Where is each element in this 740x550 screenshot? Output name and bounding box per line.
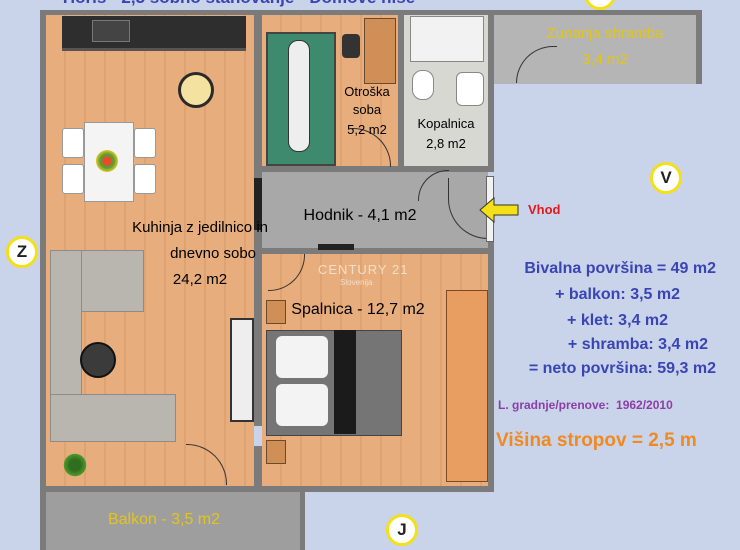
wall xyxy=(40,492,46,550)
summary-line: + klet: 3,4 m2 xyxy=(567,312,668,329)
tv-stand xyxy=(230,318,254,422)
pillow xyxy=(276,384,328,426)
storage-label: Zunanja shramba xyxy=(546,25,664,42)
watermark: CENTURY 21 xyxy=(318,262,409,277)
chair xyxy=(134,164,156,194)
sofa xyxy=(50,394,176,442)
wall xyxy=(262,248,488,254)
bathroom-label: Kopalnica xyxy=(417,116,475,131)
fruit-bowl-icon xyxy=(96,150,118,172)
bathroom-area: 2,8 m2 xyxy=(426,136,466,151)
bedroom-door-leaf xyxy=(318,244,354,250)
person-icon xyxy=(80,342,116,378)
person-icon xyxy=(178,72,214,108)
wall xyxy=(488,240,494,492)
toilet xyxy=(412,70,434,100)
shower xyxy=(410,16,484,62)
hallway-label: Hodnik - 4,1 m2 xyxy=(303,207,417,224)
balcony-label: Balkon - 3,5 m2 xyxy=(107,511,221,528)
kids-room-label: Otroška xyxy=(344,84,390,99)
build-year: L. gradnje/prenove: 1962/2010 xyxy=(498,398,673,412)
wall xyxy=(398,14,404,166)
wall xyxy=(262,166,488,172)
wardrobe xyxy=(254,178,262,230)
wall xyxy=(492,10,702,15)
kids-room-area: 5,2 m2 xyxy=(347,122,387,137)
plant-icon xyxy=(62,452,88,478)
blanket xyxy=(334,330,356,434)
desk xyxy=(364,18,396,84)
summary-line: Bivalna površina = 49 m2 xyxy=(524,260,716,277)
wall xyxy=(40,486,494,492)
wall xyxy=(40,10,46,492)
wall xyxy=(300,492,305,550)
summary-line: = neto površina: 59,3 m2 xyxy=(528,360,716,377)
chair xyxy=(62,164,84,194)
page-title: Tloris - 2,5 sobno stanovanje - Domove h… xyxy=(60,0,415,8)
stove-icon xyxy=(92,20,130,42)
chair xyxy=(62,128,84,158)
build-year-value: 1962/2010 xyxy=(616,398,673,412)
chair xyxy=(134,128,156,158)
watermark-sub: Slovenija xyxy=(340,278,373,287)
desk-chair xyxy=(342,34,360,58)
nightstand xyxy=(266,300,286,324)
wall xyxy=(696,10,702,84)
compass-north xyxy=(584,0,616,10)
compass-east: V xyxy=(650,162,682,194)
nightstand xyxy=(266,440,286,464)
kitchen-label: dnevno sobo xyxy=(170,245,256,262)
wall xyxy=(488,10,494,172)
kitchen-label: Kuhinja z jedilnico in xyxy=(132,219,268,236)
person-icon xyxy=(288,40,310,152)
bedroom-label: Spalnica - 12,7 m2 xyxy=(291,301,425,318)
compass-west: Z xyxy=(6,236,38,268)
balcony-floor xyxy=(46,492,300,550)
sink xyxy=(456,72,484,106)
summary-line: + shramba: 3,4 m2 xyxy=(567,336,708,353)
wall xyxy=(254,446,262,486)
pillow xyxy=(276,336,328,378)
entrance-arrow-icon xyxy=(479,196,519,224)
kitchen-area: 24,2 m2 xyxy=(172,271,228,288)
compass-south: J xyxy=(386,514,418,546)
kids-room-label: soba xyxy=(352,102,382,117)
bedroom-wardrobe xyxy=(446,290,488,482)
summary-line: + balkon: 3,5 m2 xyxy=(555,286,680,303)
entrance-label: Vhod xyxy=(528,202,561,217)
ceiling-height: Višina stropov = 2,5 m xyxy=(496,430,697,451)
wall xyxy=(40,10,496,15)
kitchen-counter xyxy=(62,16,246,51)
build-year-label: L. gradnje/prenove: xyxy=(498,398,610,412)
storage-area: 3,4 m2 xyxy=(582,51,628,68)
